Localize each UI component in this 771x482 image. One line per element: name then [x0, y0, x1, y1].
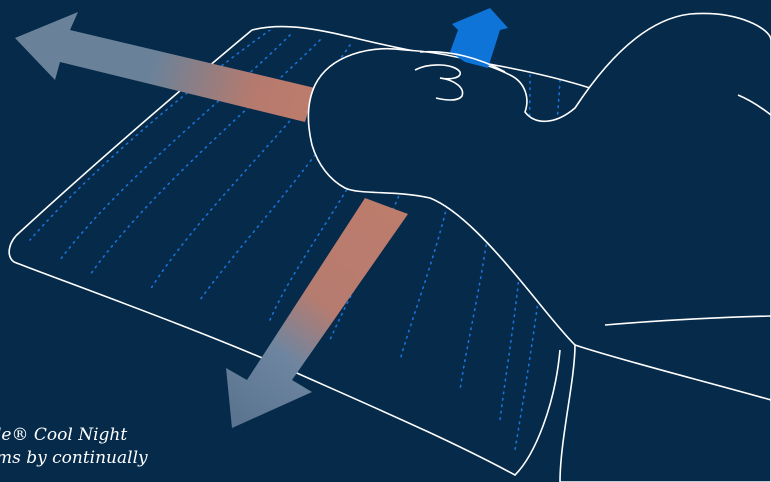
- caption-line-2: ms by continually: [0, 447, 186, 470]
- caption-line-1: le® Cool Night: [0, 424, 186, 447]
- heat-dissipation-left-arrow: [15, 12, 315, 122]
- caption-text: le® Cool Night ms by continually: [0, 424, 186, 470]
